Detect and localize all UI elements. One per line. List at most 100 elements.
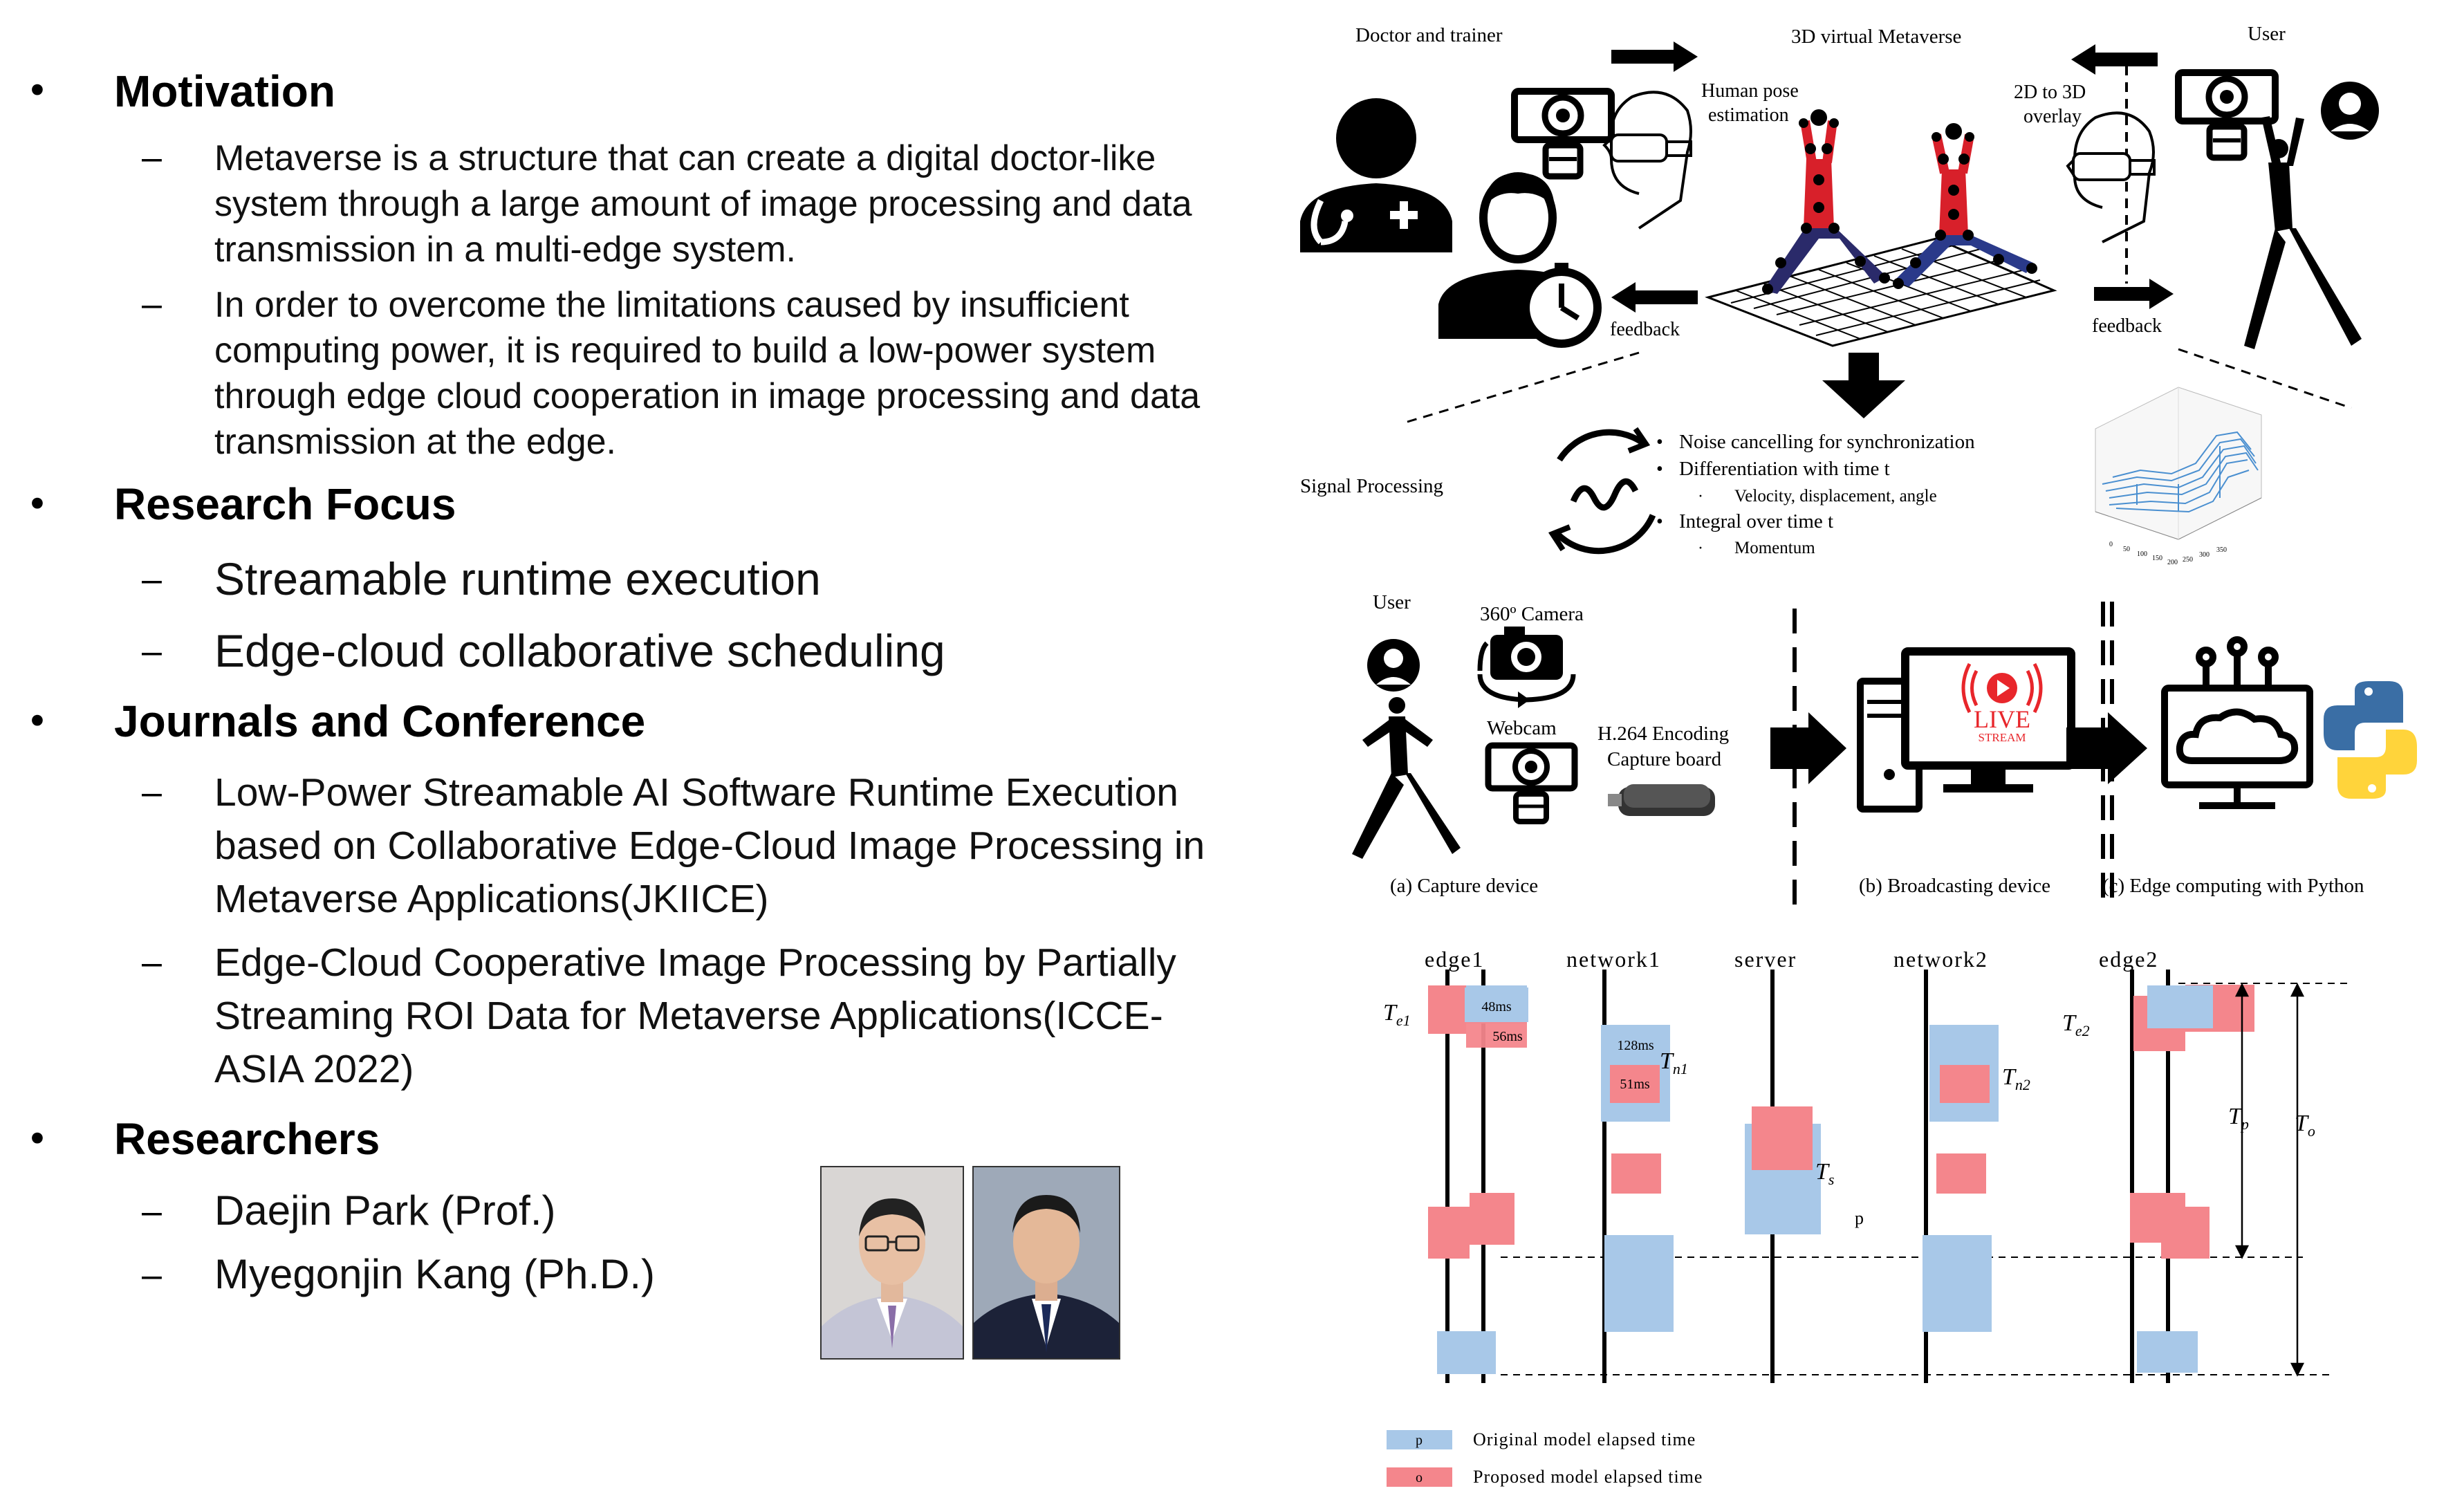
label-tn2: Tn2 [2002,1064,2030,1093]
ms-128: 128ms [1617,1038,1654,1053]
user-avatar-icon-mid [1367,639,1420,692]
svg-text:•: • [1656,511,1663,532]
label-tn1: Tn1 [1660,1048,1688,1077]
caption-capture-device: (a) Capture device [1390,875,1538,897]
label-ts: Ts [1815,1159,1834,1188]
live-label: LIVE [1974,705,2030,733]
svg-text:300: 300 [2199,551,2210,559]
researcher-item-2: Myegonjin Kang (Ph.D.) [214,1251,655,1297]
label-overlay-1: 2D to 3D [2014,82,2086,103]
arrow-to-broadcast [1770,712,1846,784]
dash-research-1: – [142,559,162,600]
bullet-research: • [26,483,48,526]
arrow-from-user [2071,44,2158,75]
svg-text:150: 150 [2152,555,2162,562]
ms-56: 56ms [1492,1029,1523,1044]
label-signal-processing: Signal Processing [1300,475,1443,497]
column-server: server [1734,947,1797,972]
signal-bullet-2: Differentiation with time t [1679,458,1890,480]
label-doctor-trainer: Doctor and trainer [1355,24,1503,46]
label-te1: Te1 [1383,1000,1411,1029]
capture-board-icon [1608,784,1715,816]
webcam-icon-left [1511,88,1615,180]
vr-head-icon-right [2066,111,2156,243]
research-item-1: Streamable runtime execution [214,553,821,604]
cloud-computer-icon [2161,636,2313,809]
stream-label: STREAM [1979,731,2026,744]
svg-text:·: · [1698,539,1703,557]
heading-researchers: Researchers [114,1114,380,1164]
caption-broadcast-device: (b) Broadcasting device [1859,875,2050,897]
svg-text:200: 200 [2167,559,2178,566]
column-edge1: edge1 [1425,947,1484,972]
signal-sub-1: Velocity, displacement, angle [1734,487,1937,506]
trajectory-plot: 0 50 100 150 200 250 300 350 [2095,387,2262,566]
signal-sub-2: Momentum [1734,539,1815,557]
yoga-user-icon-top [2244,116,2362,349]
label-user-mid: User [1373,591,1411,613]
label-feedback-right: feedback [2092,315,2162,337]
arrow-down-signal [1822,353,1905,418]
label-feedback-left: feedback [1610,319,1680,340]
dash-motivation-1: – [142,138,162,178]
bullet-journals: • [26,700,48,743]
motivation-item-1: Metaverse is a structure that can create… [214,138,1192,270]
live-stream-icon: LIVE STREAM [1961,662,2043,744]
svg-text:350: 350 [2216,546,2227,554]
svg-text:o: o [1416,1470,1423,1485]
label-encoding-1: H.264 Encoding [1597,723,1729,745]
avatar-pose-1 [1762,109,1890,295]
heading-journals: Journals and Conference [114,696,646,746]
column-network2: network2 [1893,947,1988,972]
column-network1: network1 [1566,947,1661,972]
heading-research-focus: Research Focus [114,479,456,529]
label-tp: Tp [2228,1104,2249,1133]
dashed-guide-left [1407,351,1640,423]
label-pose-1: Human pose [1701,80,1799,102]
researcher-item-1: Daejin Park (Prof.) [214,1187,556,1234]
label-pose-2: estimation [1708,104,1789,126]
user-avatar-icon-top [2321,82,2379,140]
label-user-top: User [2248,23,2286,45]
legend-label-proposed: Proposed model elapsed time [1473,1467,1703,1487]
doctor-icon [1300,98,1452,252]
svg-text:0: 0 [2109,541,2113,548]
signal-bullet-1: Noise cancelling for synchronization [1679,431,1975,453]
label-overlay-2: overlay [2023,106,2082,127]
legend-label-original: Original model elapsed time [1473,1429,1696,1449]
label-360-camera: 360º Camera [1480,603,1584,625]
avatar-pose-2 [1893,123,2037,289]
ms-51: 51ms [1620,1077,1650,1092]
dash-journal-2: – [142,943,162,983]
vr-head-icon-left [1602,91,1692,230]
arrow-feedback-right [2094,279,2174,309]
caption-edge-computing: (c) Edge computing with Python [2102,875,2364,897]
photo-researcher-2 [972,1166,1120,1360]
svg-text:•: • [1656,432,1663,453]
timing-legend: p Original model elapsed time o Proposed… [1387,1429,1703,1487]
signal-bullet-3: Integral over time t [1679,510,1833,532]
webcam-icon-mid [1485,742,1578,824]
arrow-feedback-left [1611,282,1698,313]
svg-text:•: • [1656,458,1663,480]
yoga-user-icon-mid [1352,697,1461,859]
ms-48: 48ms [1481,999,1512,1014]
signal-bullet-list: • Noise cancelling for synchronization •… [1656,431,1975,557]
webcam-icon-right [2175,69,2279,161]
legend-swatch-proposed [1387,1467,1452,1487]
label-encoding-2: Capture board [1607,748,1722,770]
dash-researcher-2: – [142,1255,162,1295]
arrow-to-metaverse [1611,41,1698,72]
journal-item-2: Edge-Cloud Cooperative Image Processing … [214,940,1176,1091]
svg-text:100: 100 [2137,550,2147,558]
photo-researcher-1 [820,1166,964,1360]
signal-cycle-icon [1548,427,1656,555]
svg-text:50: 50 [2123,546,2130,553]
timing-diagram: edge1 network1 server network2 edge2 [1383,947,2348,1487]
360-camera-icon [1477,627,1576,708]
trainer-stopwatch-icon [1438,172,1602,348]
arrow-to-edge [2066,712,2147,784]
label-te2: Te2 [2062,1010,2090,1039]
svg-text:·: · [1698,488,1703,506]
